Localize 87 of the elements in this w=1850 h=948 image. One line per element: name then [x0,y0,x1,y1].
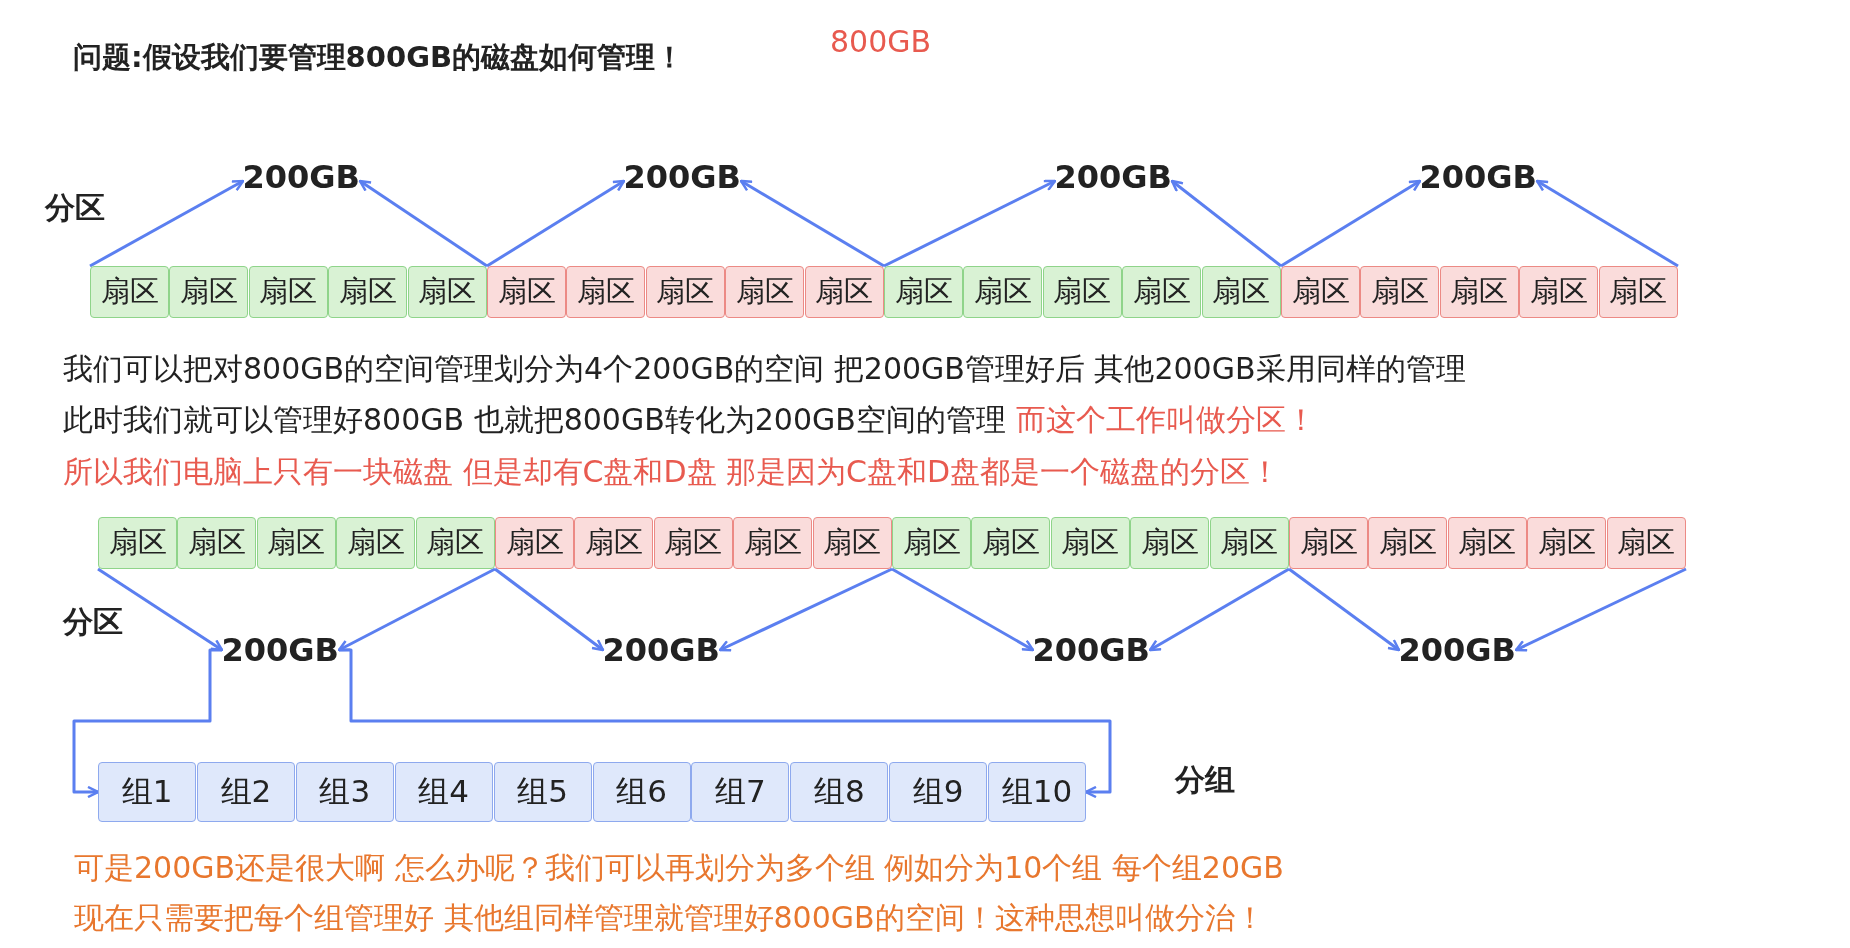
arrow [89,179,245,268]
capacity-label: 200GB [242,159,360,195]
capacity-label: 200GB [1398,632,1516,668]
arrow [337,567,496,652]
sector-box: 扇区 [1527,517,1607,569]
group-box: 组4 [394,762,493,822]
group-box: 组9 [889,762,988,822]
group-box: 组3 [295,762,394,822]
sector-box: 扇区 [1598,266,1678,318]
sector-box: 扇区 [1519,266,1599,318]
arrow [97,567,224,652]
capacity-label: 200GB [221,632,339,668]
capacity-label: 200GB [1032,632,1150,668]
section-label: 分组 [1175,761,1235,799]
annotation-text: 800GB [830,24,932,59]
arrow [1288,567,1401,652]
sector-box: 扇区 [884,266,963,318]
arrow [72,648,222,799]
sector-box: 扇区 [1289,517,1368,569]
sector-box: 扇区 [177,517,257,569]
sector-box: 扇区 [804,266,884,318]
capacity-label: 200GB [623,159,741,195]
sector-box: 扇区 [971,517,1051,569]
sector-box: 扇区 [1360,266,1440,318]
sector-box: 扇区 [328,266,408,318]
group-box: 组2 [196,762,295,822]
arrow [486,179,626,268]
arrow [1514,567,1687,652]
paragraph: 而这个工作叫做分区！ [1016,401,1316,439]
section-label: 分区 [45,189,105,227]
sector-box: 扇区 [963,266,1043,318]
capacity-label: 200GB [1419,159,1537,195]
paragraph: 现在只需要把每个组管理好 其他组同样管理就管理好800GB的空间！这种思想叫做分治！ [74,899,1265,937]
arrow [1535,179,1679,268]
capacity-label: 200GB [602,632,720,668]
sector-box: 扇区 [1209,517,1289,569]
arrow [718,567,893,652]
section-label: 分区 [63,603,123,641]
arrow [494,567,605,652]
sector-box: 扇区 [256,517,336,569]
sector-box: 扇区 [336,517,416,569]
arrow [891,567,1035,652]
sector-box: 扇区 [892,517,971,569]
sector-box: 扇区 [1042,266,1122,318]
sector-box: 扇区 [733,517,813,569]
sector-box: 扇区 [1050,517,1130,569]
group-box: 组8 [790,762,889,822]
group-box: 组7 [691,762,790,822]
sector-box: 扇区 [90,266,169,318]
arrow [1170,179,1282,268]
sector-box: 扇区 [1201,266,1281,318]
paragraph: 可是200GB还是很大啊 怎么办呢？我们可以再划分为多个组 例如分为10个组 每个组20GB [74,849,1284,887]
arrow [1148,567,1290,652]
sector-box: 扇区 [1122,266,1202,318]
sector-box: 扇区 [1130,517,1210,569]
sector-box: 扇区 [725,266,805,318]
capacity-label: 200GB [1054,159,1172,195]
sector-box: 扇区 [98,517,177,569]
arrow [1280,179,1422,268]
paragraph: 此时我们就可以管理好800GB 也就把800GB转化为200GB空间的管理 [63,401,1006,439]
sector-box: 扇区 [495,517,574,569]
sector-box: 扇区 [169,266,249,318]
sector-box: 扇区 [645,266,725,318]
paragraph: 我们可以把对800GB的空间管理划分为4个200GB的空间 把200GB管理好后 其他200GB采用同样的管理 [63,350,1466,388]
sector-box: 扇区 [812,517,892,569]
group-box: 组10 [988,762,1087,822]
arrow [883,179,1057,268]
sector-box: 扇区 [1447,517,1527,569]
paragraph: 所以我们电脑上只有一块磁盘 但是却有C盘和D盘 那是因为C盘和D盘都是一个磁盘的分区！ [63,453,1281,491]
sector-box: 扇区 [574,517,654,569]
sector-box: 扇区 [1606,517,1686,569]
group-box: 组5 [493,762,592,822]
sector-box: 扇区 [653,517,733,569]
arrow [358,179,488,268]
sector-box: 扇区 [248,266,328,318]
arrow [339,648,1112,799]
group-box: 组6 [592,762,691,822]
sector-box: 扇区 [415,517,495,569]
sector-box: 扇区 [566,266,646,318]
sector-box: 扇区 [487,266,566,318]
title: 问题:假设我们要管理800GB的磁盘如何管理！ [73,39,685,76]
sector-box: 扇区 [1439,266,1519,318]
arrow [739,179,885,268]
sector-box: 扇区 [1281,266,1360,318]
group-box: 组1 [98,762,196,822]
sector-box: 扇区 [407,266,487,318]
sector-box: 扇区 [1368,517,1448,569]
